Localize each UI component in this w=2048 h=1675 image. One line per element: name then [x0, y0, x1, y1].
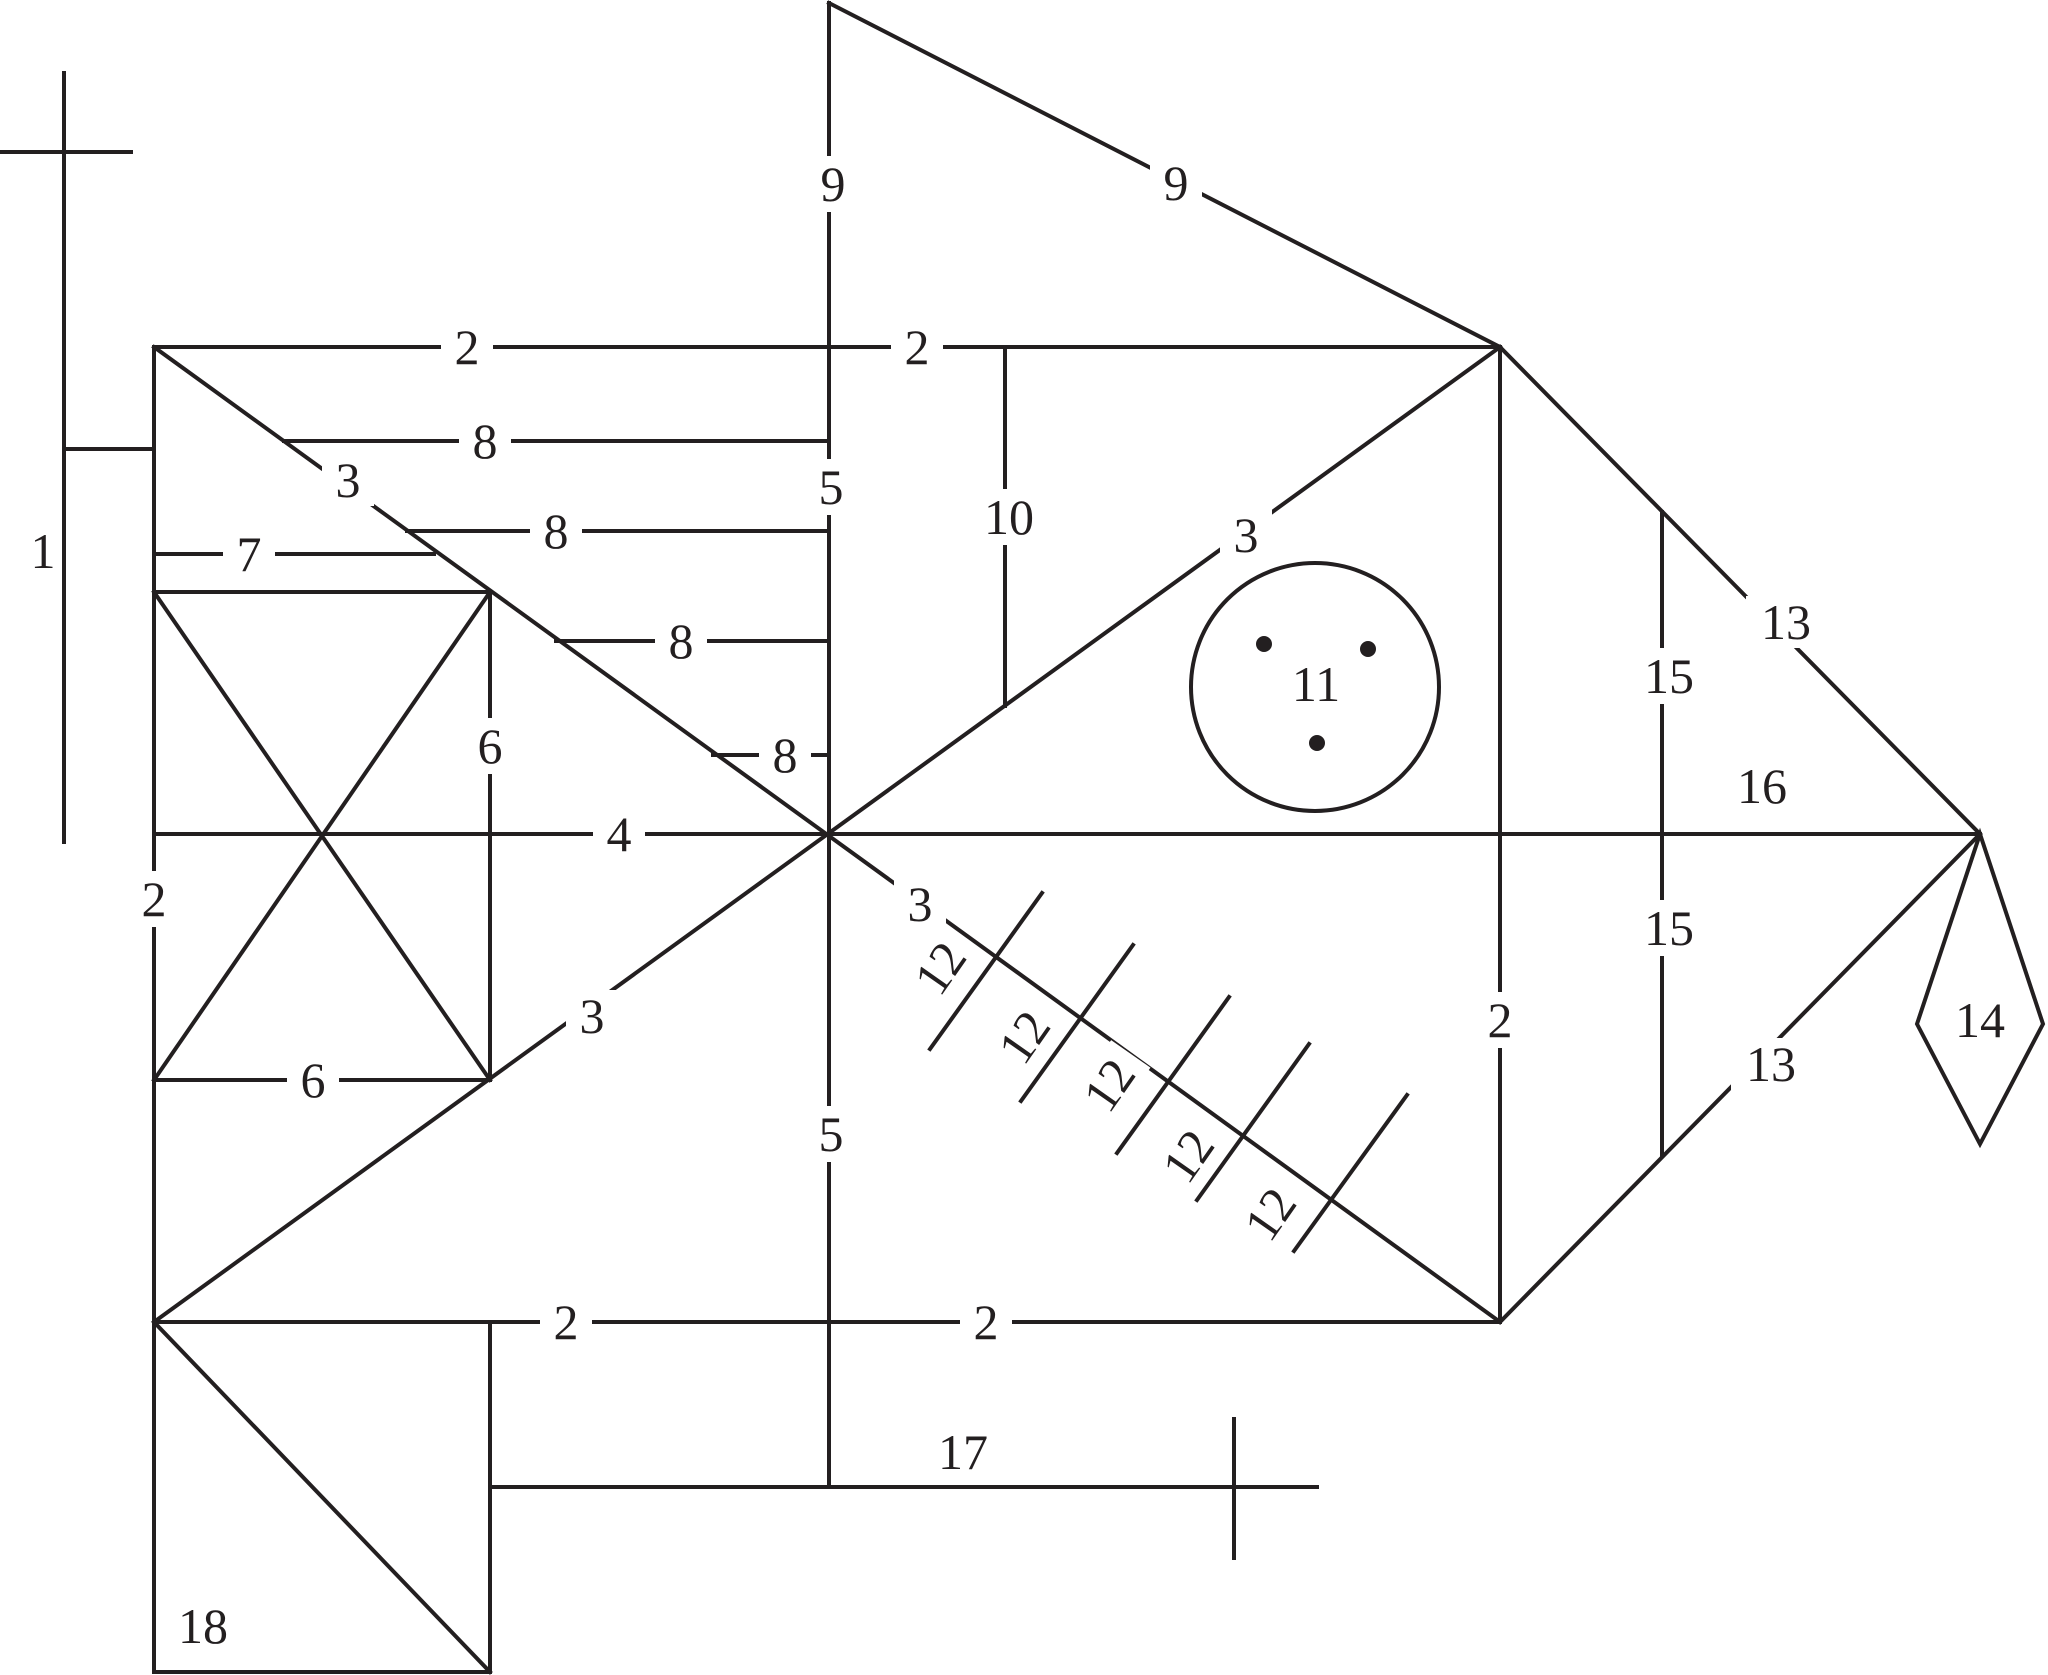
label-17-text: 17: [938, 1424, 988, 1480]
label-9-vertical: 9: [807, 156, 859, 212]
circle-11-group: [1189, 561, 1441, 813]
label-5-text: 5: [819, 1106, 844, 1162]
circle-11-dot-right: [1360, 641, 1376, 657]
label-2-top-right: 2: [891, 319, 943, 375]
label-6-horizontal: 6: [287, 1052, 339, 1108]
label-11-text: 11: [1292, 656, 1340, 712]
line-12-e: [1291, 1092, 1410, 1254]
line-12-a: [927, 890, 1045, 1052]
line-14-diamond: [1914, 827, 2046, 1149]
line-13-upper: [1497, 344, 1983, 837]
line-6-x-b: [151, 589, 493, 1083]
label-8-a: 8: [459, 413, 511, 469]
label-15-lower: 15: [1629, 900, 1709, 956]
label-13-upper: 13: [1746, 594, 1826, 650]
label-15-upper: 15: [1629, 648, 1709, 704]
label-15-text: 15: [1644, 900, 1694, 956]
label-12-d: 12: [1146, 1111, 1230, 1201]
label-2-right: 2: [1474, 992, 1526, 1048]
label-12-b: 12: [982, 992, 1066, 1082]
label-7: 7: [223, 526, 275, 582]
label-2-text: 2: [905, 319, 930, 375]
label-3-upper-right: 3: [1220, 507, 1272, 563]
label-8-d: 8: [759, 727, 811, 783]
line-12-d: [1194, 1041, 1312, 1203]
circle-11: [1189, 561, 1441, 813]
label-2-text: 2: [974, 1294, 999, 1350]
label-12-e: 12: [1228, 1169, 1312, 1259]
label-3-lower-right: 3: [894, 876, 946, 932]
circle-11-dot-bottom: [1309, 735, 1325, 751]
label-15-text: 15: [1644, 648, 1694, 704]
label-14: 14: [1955, 992, 2005, 1048]
label-18-text: 18: [178, 1598, 228, 1654]
label-14-text: 14: [1955, 992, 2005, 1048]
label-8-text: 8: [773, 727, 798, 783]
label-1-text: 1: [31, 523, 56, 579]
label-3-lower-left: 3: [566, 988, 618, 1044]
label-2-text: 2: [455, 319, 480, 375]
label-9-slant: 9: [1150, 155, 1202, 211]
label-10-text: 10: [984, 489, 1034, 545]
label-3-upper-left: 3: [322, 452, 374, 508]
label-16-text: 16: [1737, 758, 1787, 814]
label-8-text: 8: [669, 613, 694, 669]
label-4: 4: [593, 806, 645, 862]
line-18-diagonal: [151, 1319, 493, 1675]
label-4-text: 4: [607, 806, 632, 862]
label-9-text: 9: [821, 156, 846, 212]
circle-11-dot-left: [1256, 636, 1272, 652]
label-5-text: 5: [819, 459, 844, 515]
label-3-text: 3: [580, 988, 605, 1044]
label-8-c: 8: [655, 613, 707, 669]
label-5-lower: 5: [805, 1106, 857, 1162]
label-13-text: 13: [1761, 594, 1811, 650]
label-7-text: 7: [237, 526, 262, 582]
label-13-lower: 13: [1731, 1036, 1811, 1092]
label-2-bottom-left: 2: [540, 1294, 592, 1350]
label-6-text: 6: [478, 718, 503, 774]
label-11: 11: [1292, 656, 1340, 712]
label-3-text: 3: [1234, 507, 1259, 563]
label-5-upper: 5: [805, 459, 857, 515]
label-1: 1: [31, 523, 56, 579]
label-2-text: 2: [1488, 992, 1513, 1048]
label-16: 16: [1737, 758, 1787, 814]
label-9-text: 9: [1164, 155, 1189, 211]
label-2-bottom-right: 2: [960, 1294, 1012, 1350]
label-2-text: 2: [554, 1294, 579, 1350]
line-12-b: [1018, 942, 1136, 1104]
label-6-text: 6: [301, 1052, 326, 1108]
label-3-text: 3: [908, 876, 933, 932]
label-3-text: 3: [336, 452, 361, 508]
label-2-left: 2: [128, 871, 180, 927]
line-12-c: [1114, 994, 1232, 1156]
label-13-text: 13: [1746, 1036, 1796, 1092]
label-18: 18: [178, 1598, 228, 1654]
label-6-vertical: 6: [464, 718, 516, 774]
label-12-a: 12: [898, 923, 982, 1013]
label-2-text: 2: [142, 871, 167, 927]
label-8-text: 8: [473, 413, 498, 469]
label-2-top-left: 2: [441, 319, 493, 375]
label-8-text: 8: [544, 503, 569, 559]
label-8-b: 8: [530, 503, 582, 559]
label-10: 10: [967, 489, 1051, 545]
figure-labels: 1 2 2 2 2 2 2 3: [31, 155, 2006, 1654]
label-17: 17: [938, 1424, 988, 1480]
